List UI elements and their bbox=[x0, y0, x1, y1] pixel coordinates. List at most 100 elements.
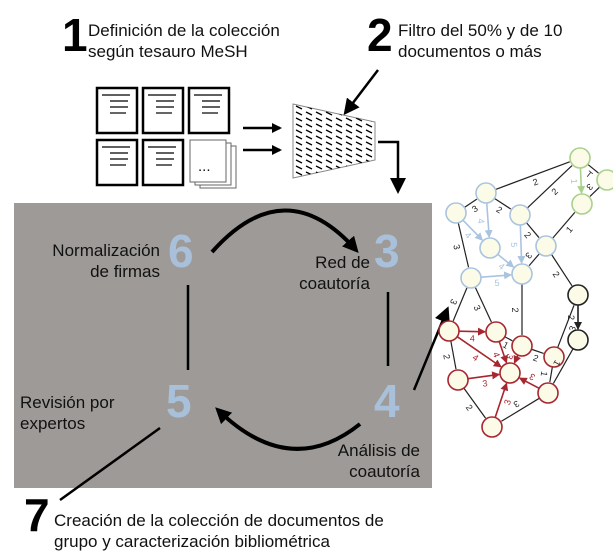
network-edge bbox=[517, 224, 526, 265]
network-node bbox=[569, 147, 591, 169]
edge-weight-label: 4 bbox=[496, 261, 506, 272]
network-edge bbox=[501, 397, 540, 422]
network-edge bbox=[518, 377, 540, 390]
edge-weight-label: 2 bbox=[531, 176, 539, 187]
step-4-label-line1: Análisis de bbox=[337, 441, 420, 460]
network-edge bbox=[495, 161, 570, 191]
network-node bbox=[511, 335, 533, 357]
step-5-label-line2: expertos bbox=[20, 414, 86, 433]
network-node bbox=[535, 235, 557, 257]
step-4-label: Análisis de coautoría bbox=[272, 440, 420, 482]
network-edge bbox=[494, 197, 512, 210]
network-edge bbox=[498, 341, 508, 364]
network-node bbox=[596, 169, 613, 191]
step-7-number: 7 bbox=[24, 489, 50, 541]
network-node bbox=[438, 320, 460, 342]
step-5-number: 5 bbox=[166, 375, 192, 427]
step-3-label-line1: Red de bbox=[315, 253, 370, 272]
network-edge bbox=[552, 348, 574, 384]
step-1-label-line2: según tesauro MeSH bbox=[88, 42, 248, 61]
step-1-label-line1: Definición de la colección bbox=[88, 21, 280, 40]
edge-weight-label: 2 bbox=[566, 315, 576, 320]
network-node bbox=[485, 321, 507, 343]
document-3 bbox=[187, 86, 231, 135]
network-edge bbox=[531, 348, 544, 354]
network-edge bbox=[463, 198, 478, 208]
arrow-filter-to-network bbox=[378, 140, 406, 194]
edge-weight-label: 1 bbox=[501, 340, 510, 351]
network-edge bbox=[550, 254, 573, 287]
network-edge bbox=[484, 202, 493, 239]
step-2-label-line2: documentos o más bbox=[398, 42, 542, 61]
edge-weight-label: 3 bbox=[567, 324, 578, 332]
network-edge bbox=[528, 253, 540, 267]
network-edge bbox=[494, 382, 509, 418]
edge-weight-label: 5 bbox=[509, 242, 519, 247]
edge-weight-label: 3 bbox=[470, 203, 480, 214]
edge-weight-label: 2 bbox=[522, 230, 533, 240]
network-edge bbox=[526, 165, 573, 209]
step-5-label: Revisión por expertos bbox=[20, 392, 115, 434]
step-4-number: 4 bbox=[374, 375, 400, 427]
edge-weight-label: 2 bbox=[494, 204, 504, 215]
edge-weight-label: 4 bbox=[470, 333, 475, 343]
step-7-label-line2: grupo y caracterización bibliométrica bbox=[54, 532, 330, 551]
edge-weight-label: 3 bbox=[504, 352, 515, 361]
edge-weight-label: 2 bbox=[551, 269, 562, 279]
edge-weight-label: 5 bbox=[494, 278, 500, 288]
network-edge bbox=[458, 327, 487, 336]
edge-weight-label: 1 bbox=[564, 224, 575, 234]
network-node bbox=[447, 369, 469, 391]
network-node bbox=[567, 284, 589, 306]
arrow-6-to-3 bbox=[210, 208, 359, 254]
edge-weight-label: 4 bbox=[463, 230, 474, 241]
edge-weight-label: 3 bbox=[482, 378, 488, 389]
network-edge bbox=[456, 336, 502, 368]
edge-weight-label: 1 bbox=[569, 179, 579, 184]
network-nodes bbox=[438, 147, 613, 438]
network-edge bbox=[463, 387, 487, 419]
network-edge bbox=[450, 340, 457, 370]
edge-weight-label: 4 bbox=[491, 351, 502, 359]
network-edge bbox=[480, 271, 513, 280]
step-5-label-line1: Revisión por bbox=[20, 393, 115, 412]
edge-weight-label: 1 bbox=[539, 371, 550, 378]
network-edge bbox=[457, 222, 470, 268]
edge-weight-label: 3 bbox=[448, 298, 459, 306]
network-edge bbox=[577, 167, 586, 195]
edge-weight-label: 3 bbox=[528, 371, 537, 382]
network-node bbox=[445, 202, 467, 224]
edge-weight-label: 2 bbox=[441, 353, 452, 360]
edge-weight-label: 3 bbox=[451, 244, 462, 251]
network-node bbox=[499, 362, 521, 384]
network-edges bbox=[450, 161, 601, 422]
document-4 bbox=[95, 138, 139, 187]
edge-weight-label: 3 bbox=[584, 182, 595, 193]
network-node bbox=[475, 182, 497, 204]
step-2-label: Filtro del 50% y de 10 documentos o más bbox=[398, 20, 562, 62]
line-5-to-7 bbox=[59, 426, 161, 502]
edge-weight-label: 2 bbox=[464, 403, 475, 413]
network-edge bbox=[589, 186, 601, 197]
step-6-label: Normalización de firmas bbox=[20, 240, 160, 282]
step-1-label: Definición de la colección según tesauro… bbox=[88, 20, 280, 62]
network-edge bbox=[497, 253, 515, 268]
network-edge bbox=[552, 211, 576, 239]
edge-weight-label: 3 bbox=[512, 398, 521, 409]
network-edge bbox=[462, 219, 484, 241]
network-edge bbox=[549, 366, 553, 383]
step-7-label: Creación de la colección de documentos d… bbox=[54, 510, 384, 552]
step-6-label-line2: de firmas bbox=[90, 262, 160, 281]
arrow-panel-to-network bbox=[412, 306, 450, 391]
network-node bbox=[481, 416, 503, 438]
document-stack bbox=[189, 139, 237, 189]
arrow-step2-to-filter bbox=[343, 69, 379, 116]
document-5 bbox=[141, 138, 185, 187]
edge-weight-label: 4 bbox=[471, 352, 481, 363]
network-edge bbox=[504, 336, 513, 342]
network-edge bbox=[557, 305, 575, 348]
network-node bbox=[509, 204, 531, 226]
network-node bbox=[571, 193, 593, 215]
step-1-number: 1 bbox=[62, 9, 88, 61]
